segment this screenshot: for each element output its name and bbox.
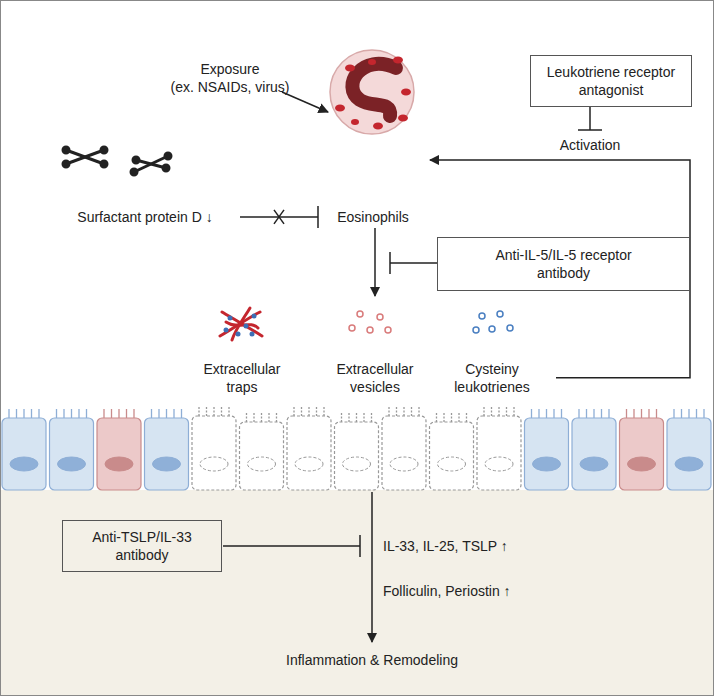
inhibition-bar xyxy=(223,535,360,557)
node-label: Leukotriene receptor antagonist xyxy=(538,63,684,99)
annotation-text: IL-33, IL-25, TSLP ↑ xyxy=(383,537,508,555)
inhibition-bar xyxy=(390,252,437,274)
connector xyxy=(430,160,690,378)
vesicles-symbol xyxy=(349,311,391,333)
process-box: Leukotriene receptor antagonist xyxy=(530,55,692,107)
epithelial-cell xyxy=(430,413,474,490)
tissue-ground xyxy=(0,490,714,696)
blocked-mark xyxy=(274,206,318,228)
annotation-text: (ex. NSAIDs, virus) xyxy=(170,78,289,96)
eosinophil-cell xyxy=(330,50,414,134)
epithelial-cell xyxy=(620,409,664,490)
cell-node: Eosinophils xyxy=(318,40,428,226)
epithelial-cell xyxy=(192,407,236,490)
connector xyxy=(374,228,376,296)
epithelial-cell xyxy=(2,409,46,490)
antibody-box: Anti-TSLP/IL-33 antibody xyxy=(62,520,222,572)
epithelium xyxy=(2,407,711,490)
epithelial-cell xyxy=(335,413,379,490)
node-label: Surfactant protein D ↓ xyxy=(77,208,212,226)
product-node: Cysteiny leukotrienes xyxy=(432,300,552,396)
epithelial-cell xyxy=(525,409,569,490)
node-label: Anti-IL-5/IL-5 receptor antibody xyxy=(478,246,650,282)
epithelial-cell xyxy=(477,407,521,490)
annotation-text: Folliculin, Periostin ↑ xyxy=(383,582,511,600)
surfactant-protein-symbol xyxy=(63,147,171,175)
epithelial-cell xyxy=(382,407,426,490)
antibody-box: Anti-IL-5/IL-5 receptor antibody xyxy=(437,237,690,291)
annotation-text: Exposure xyxy=(200,60,259,78)
edge-label: Activation xyxy=(557,136,624,154)
node-label: Eosinophils xyxy=(337,208,409,226)
epithelial-cell xyxy=(572,409,616,490)
epithelial-cell xyxy=(50,409,94,490)
epithelial-cell xyxy=(287,407,331,490)
node-label: Extracellular traps xyxy=(193,360,291,396)
node-label: Cysteiny leukotrienes xyxy=(443,360,541,396)
epithelial-cell xyxy=(667,409,711,490)
product-node: Extracellular vesicles xyxy=(318,298,432,396)
epithelial-cell xyxy=(97,409,141,490)
annotation-text: Inflammation & Remodeling xyxy=(286,651,458,669)
node-label: Anti-TSLP/IL-33 antibody xyxy=(81,528,203,564)
extracellular-traps-symbol xyxy=(220,308,262,340)
epithelial-cell xyxy=(240,413,284,490)
leukotrienes-symbol xyxy=(473,311,513,333)
product-node: Extracellular traps xyxy=(185,300,299,396)
node-label: Extracellular vesicles xyxy=(326,360,424,396)
signal-arrow xyxy=(371,492,373,642)
protein-node: Surfactant protein D ↓ xyxy=(50,140,240,226)
epithelial-cell xyxy=(145,409,189,490)
